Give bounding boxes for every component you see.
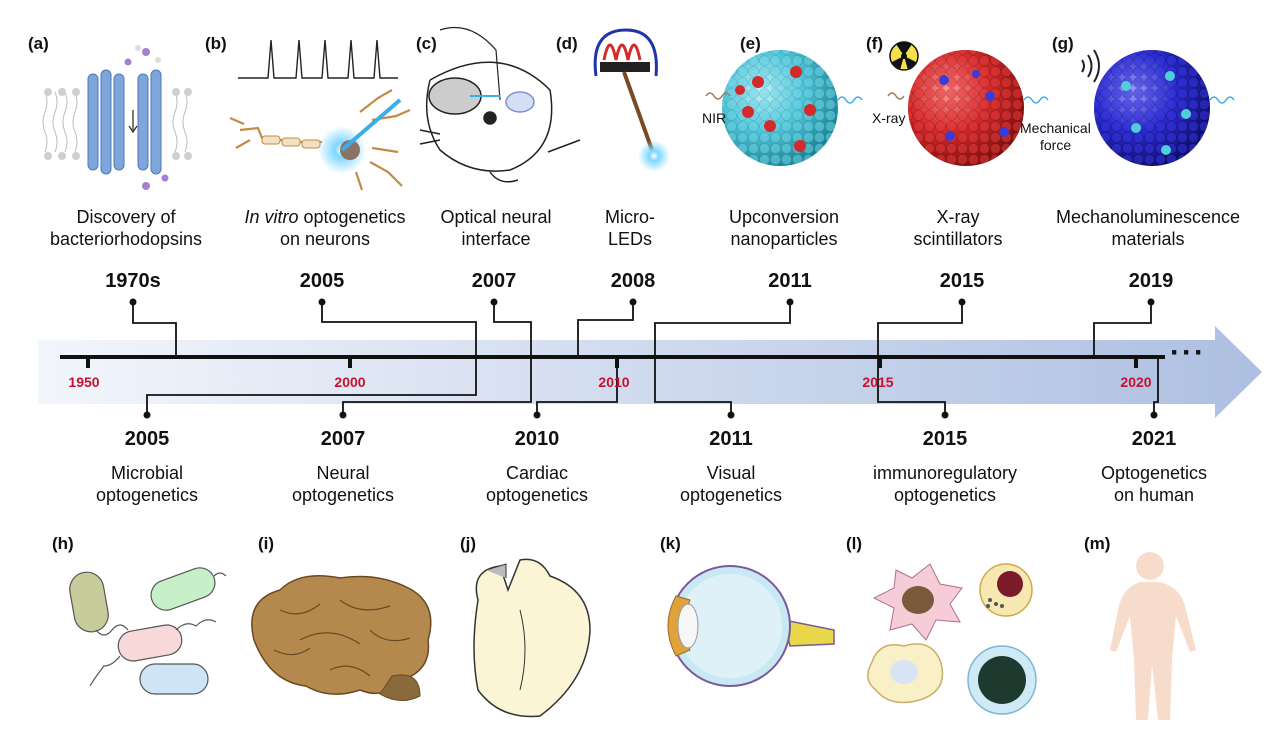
bacteria-icon (69, 567, 227, 695)
top-year-2005: 2005 (299, 270, 345, 292)
axis-tick-2000: 2000 (334, 374, 366, 390)
timeline-arrow-band (38, 326, 1262, 418)
immune-cells-icon (867, 563, 1037, 715)
channel-protein-icon (42, 45, 192, 190)
panel-label-f: (f) (866, 34, 883, 53)
radiation-icon (889, 41, 919, 71)
scintillator-sphere-icon (887, 50, 1049, 166)
axis-tick-2010: 2010 (598, 374, 630, 390)
bottom-year-2010: 2010 (514, 428, 560, 450)
panel-label-g: (g) (1052, 34, 1074, 53)
bottom-year-2011: 2011 (709, 428, 753, 450)
mouse-icon (419, 26, 581, 183)
top-year-2008: 2008 (610, 270, 656, 292)
panel-label-i: (i) (258, 534, 275, 553)
caption-micro-leds: Micro-LEDs (605, 207, 655, 249)
top-year-2007: 2007 (471, 270, 517, 292)
sound-wave-icon (1081, 49, 1100, 83)
panel-label-k: (k) (660, 534, 681, 553)
neuron-icon (229, 39, 411, 191)
bottom-year-2021: 2021 (1131, 428, 1177, 450)
caption-in-vitro-optogenetics: In vitro optogenetics on neurons (244, 207, 406, 249)
panel-label-c: (c) (416, 34, 437, 53)
panel-label-m: (m) (1084, 534, 1111, 553)
brain-icon (251, 575, 432, 701)
axis-ellipsis: ··· (1170, 336, 1206, 369)
micro-led-icon (593, 28, 670, 172)
connector-dots (129, 298, 1158, 419)
axis-tick-2020: 2020 (1120, 374, 1152, 390)
panel-label-l: (l) (846, 534, 863, 553)
panel-label-e: (e) (740, 34, 761, 53)
panel-label-h: (h) (52, 534, 74, 553)
xray-label: X-ray (872, 110, 906, 126)
panel-label-d: (d) (556, 34, 578, 53)
mechanical-force-label: Mechanical force (1020, 120, 1091, 153)
top-year-2019: 2019 (1128, 270, 1174, 292)
mechanoluminescent-sphere-icon (1094, 50, 1235, 166)
bottom-year-2007: 2007 (320, 428, 366, 450)
panel-label-a: (a) (28, 34, 49, 53)
panel-label-b: (b) (205, 34, 227, 53)
nir-label: NIR (702, 110, 727, 126)
eye-icon (667, 565, 835, 687)
human-silhouette-icon (1110, 552, 1196, 720)
top-year-1970s: 1970s (105, 270, 161, 292)
top-year-2015: 2015 (939, 270, 985, 292)
heart-icon (473, 558, 591, 718)
top-year-2011: 2011 (768, 270, 812, 292)
panel-label-j: (j) (460, 534, 477, 553)
bottom-year-2015: 2015 (922, 428, 968, 450)
bottom-year-2005: 2005 (124, 428, 170, 450)
axis-tick-1950: 1950 (68, 374, 100, 390)
axis-tick-2015: 2015 (862, 374, 894, 390)
ucnp-sphere-icon (705, 50, 863, 166)
top-connectors (132, 302, 1159, 415)
